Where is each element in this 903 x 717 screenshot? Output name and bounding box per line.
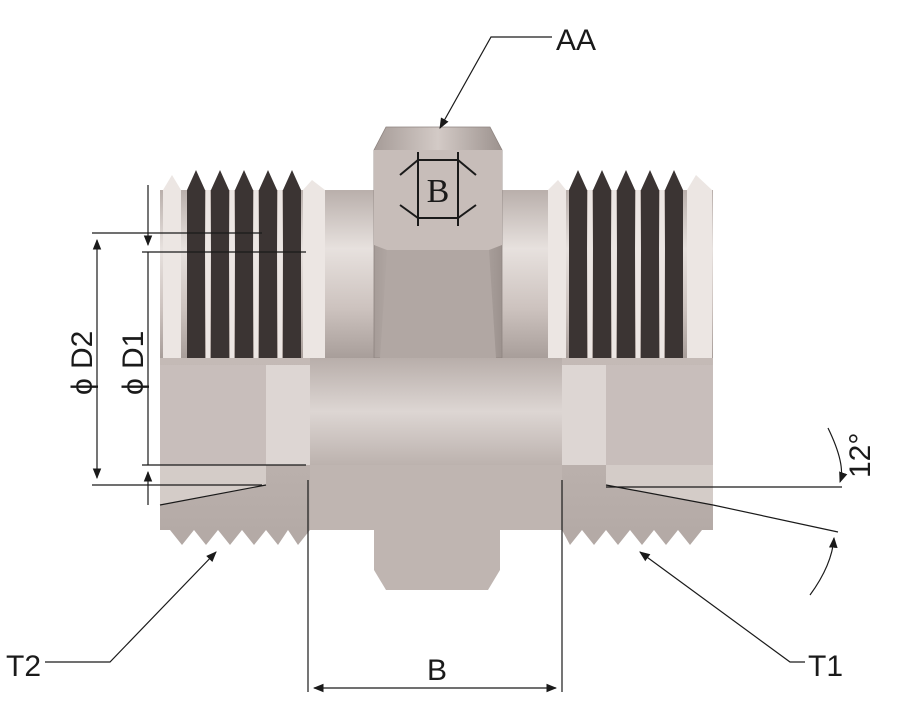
d2-label: D2 xyxy=(66,331,99,369)
brand-logo xyxy=(399,152,477,226)
t1-label: T1 xyxy=(808,650,843,683)
angle-label: 12° xyxy=(844,433,877,478)
lower-hex xyxy=(310,465,562,590)
left-counterbore xyxy=(266,365,310,465)
aa-label: AA xyxy=(556,24,596,57)
right-neck xyxy=(500,190,545,358)
right-counterbore xyxy=(562,365,606,465)
right-thread-crests xyxy=(548,175,712,358)
t2-label: T2 xyxy=(6,650,41,683)
d1-label: D1 xyxy=(117,331,150,369)
left-thread-grooves xyxy=(187,170,301,358)
b-label: B xyxy=(427,654,447,687)
d2-label-group: ϕ D2 xyxy=(66,331,99,395)
d1-diameter-symbol: ϕ xyxy=(117,378,150,395)
right-thread-grooves xyxy=(569,170,683,358)
left-neck xyxy=(330,190,375,358)
logo-letter: B xyxy=(427,173,450,210)
bore xyxy=(310,358,562,465)
d1-label-group: ϕ D1 xyxy=(117,331,150,395)
left-thread-crests xyxy=(163,175,325,358)
d2-diameter-symbol: ϕ xyxy=(66,378,99,395)
